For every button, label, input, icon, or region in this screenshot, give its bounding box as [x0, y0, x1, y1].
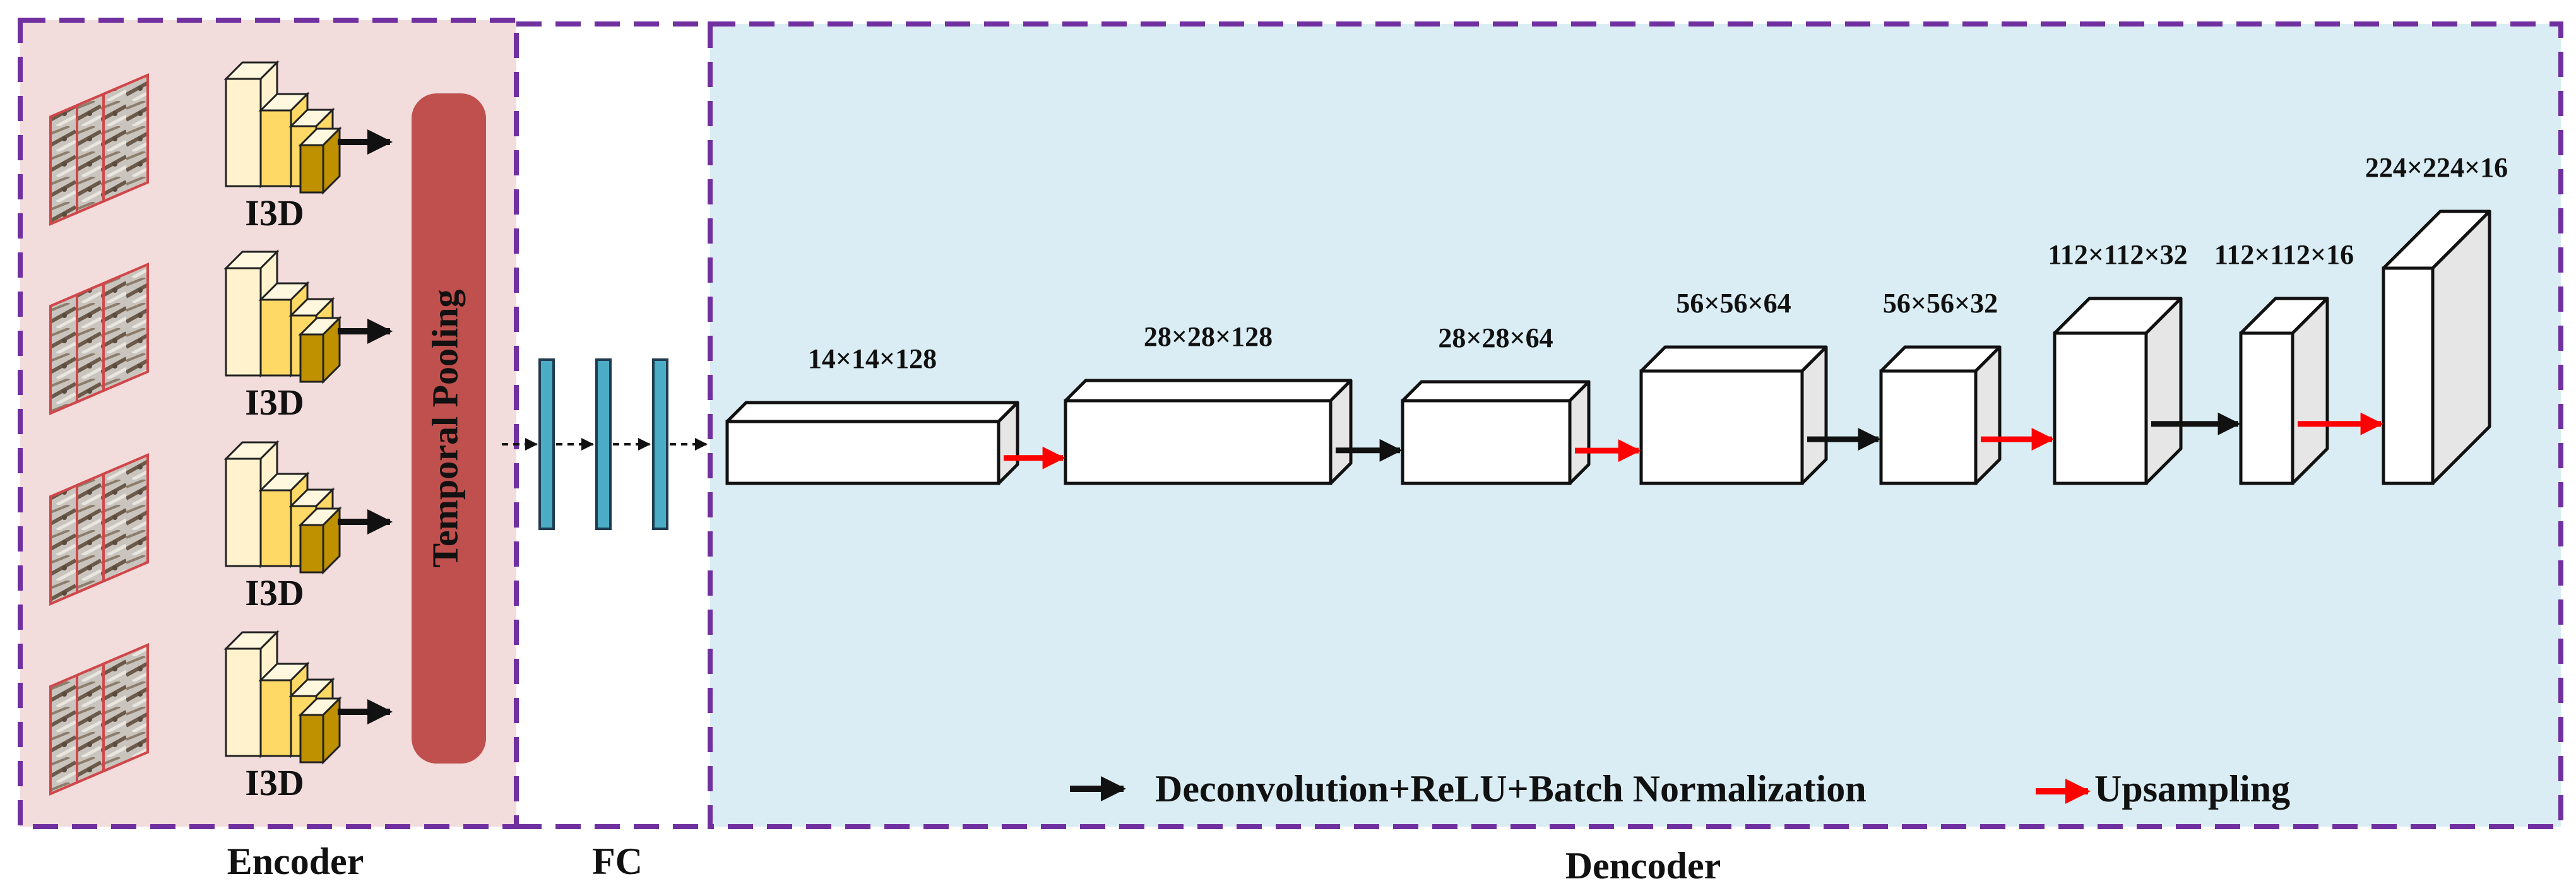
fc-section-label: FC	[592, 841, 643, 882]
legend-deconv-label: Deconvolution+ReLU+Batch Normalization	[1155, 768, 1867, 810]
encoder-row: I3D	[49, 630, 393, 803]
legend-upsampling-label: Upsampling	[2094, 768, 2290, 810]
decoder-layer-box: 112×112×32	[2048, 239, 2188, 485]
decoder-section-label: Dencoder	[1565, 845, 1721, 887]
temporal-pooling-label: Temporal Pooling	[424, 290, 465, 568]
encoder-row: I3D	[49, 249, 393, 423]
i3d-block-icon	[223, 630, 342, 765]
video-frames-icon	[49, 73, 149, 227]
temporal-pooling-block	[412, 93, 486, 764]
fc-layer	[538, 358, 555, 530]
encoder-row: I3D	[49, 60, 393, 233]
decoder-layer-label: 28×28×128	[1144, 321, 1273, 352]
decoder-layer-box: 56×56×64	[1639, 288, 1828, 485]
decoder-layer-box: 56×56×32	[1879, 288, 2002, 485]
i3d-block-icon	[223, 60, 342, 195]
decoder-layer-label: 112×112×32	[2048, 239, 2187, 270]
decoder-border	[708, 21, 2563, 829]
i3d-block-icon	[223, 249, 342, 384]
fc-layer	[652, 358, 668, 530]
decoder-layer-box: 28×28×128	[1064, 321, 1353, 485]
decoder-layer-label: 14×14×128	[808, 343, 937, 374]
decoder-layer-box: 112×112×16	[2214, 239, 2354, 485]
fc-border	[516, 21, 710, 829]
encoder-border	[18, 18, 519, 829]
decoder-layer-box: 224×224×16	[2365, 152, 2508, 485]
encoder-rows: I3D I3D I3D I3D	[49, 60, 393, 803]
decoder-layer-label: 224×224×16	[2365, 152, 2508, 183]
decoder-layer-label: 56×56×32	[1883, 288, 1998, 319]
encoder-section-label: Encoder	[227, 841, 364, 882]
video-frames-icon	[49, 262, 149, 416]
i3d-label: I3D	[245, 572, 304, 613]
fc-layers	[502, 358, 708, 530]
encoder-row: I3D	[49, 440, 393, 613]
i3d-label: I3D	[245, 382, 304, 423]
decoder-layer-label: 28×28×64	[1438, 322, 1553, 353]
decoder-layer-label: 112×112×16	[2214, 239, 2354, 270]
i3d-block-icon	[223, 440, 342, 575]
video-frames-icon	[49, 452, 149, 606]
decoder-layers: 14×14×128 28×28×128 28×28×64 56×56×64 56×56×…	[725, 152, 2508, 485]
i3d-label: I3D	[245, 192, 304, 233]
video-frames-icon	[49, 642, 149, 796]
decoder-layer-box: 14×14×128	[725, 343, 1019, 485]
decoder-layer-label: 56×56×64	[1676, 288, 1791, 319]
fc-layer	[595, 358, 612, 530]
decoder-layer-box: 28×28×64	[1401, 322, 1591, 485]
i3d-label: I3D	[245, 762, 304, 803]
